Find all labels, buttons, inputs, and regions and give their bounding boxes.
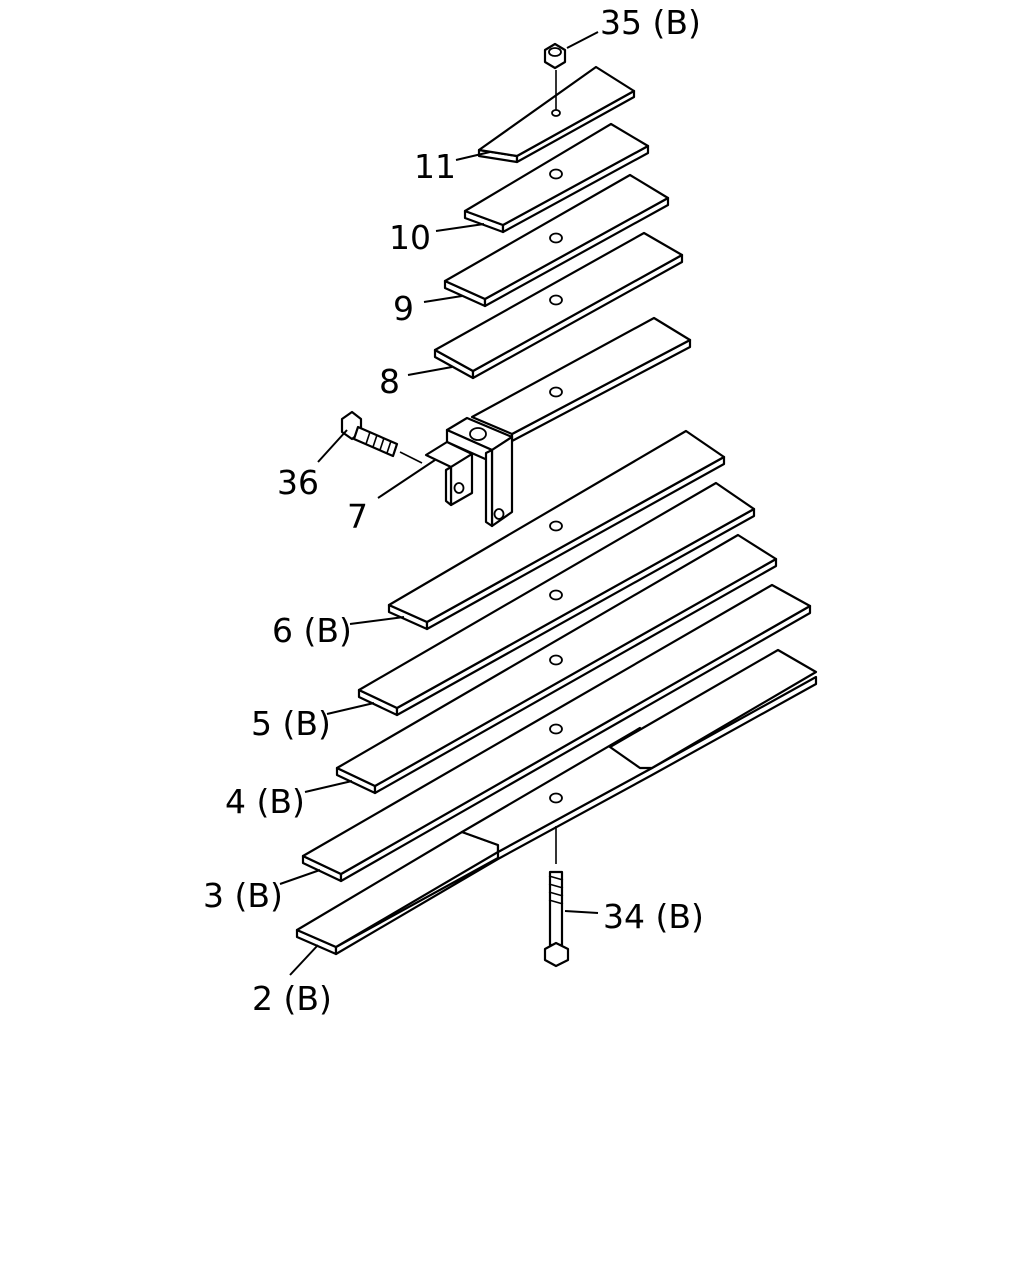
- bolt-hole: [549, 589, 563, 601]
- callout-6: 6 (B): [272, 611, 352, 650]
- leaf-6: [387, 429, 726, 631]
- bolt-hole: [549, 654, 563, 666]
- callout-10: 10: [389, 218, 431, 257]
- bolt-hole: [549, 792, 563, 804]
- leaf-10: [463, 122, 650, 234]
- leaf-4: [335, 533, 778, 795]
- bolt-36: [340, 410, 423, 464]
- bolt-hole: [549, 168, 563, 180]
- callout-4: 4 (B): [225, 782, 305, 821]
- callout-35: 35 (B): [600, 3, 701, 42]
- bolt-hole: [549, 294, 563, 306]
- callout-8: 8: [379, 362, 400, 401]
- callout-36: 36: [277, 463, 319, 502]
- nut-35: [543, 42, 567, 117]
- leaf-8: [433, 231, 684, 380]
- callout-3: 3 (B): [203, 876, 283, 915]
- bolt-34: [543, 826, 570, 968]
- callout-5: 5 (B): [251, 704, 331, 743]
- leaf-7-with-bracket: [424, 316, 692, 528]
- bolt-hole: [549, 520, 563, 532]
- callout-9: 9: [393, 289, 414, 328]
- callout-2: 2 (B): [252, 979, 332, 1018]
- bolt-hole: [549, 723, 563, 735]
- callout-labels: 35 (B) 11 10 9 8 36 7 6 (B) 5 (B) 4 (B) …: [203, 3, 704, 1018]
- callout-11: 11: [414, 147, 456, 186]
- bolt-hole: [549, 232, 563, 244]
- callout-7: 7: [347, 497, 368, 536]
- leaf-2: [295, 648, 818, 956]
- leaf-5: [357, 481, 756, 717]
- leader-lines: [279, 31, 599, 976]
- leaf-3: [301, 583, 812, 883]
- bolt-hole: [549, 386, 563, 398]
- leaf-9: [443, 173, 670, 308]
- callout-34: 34 (B): [603, 897, 704, 936]
